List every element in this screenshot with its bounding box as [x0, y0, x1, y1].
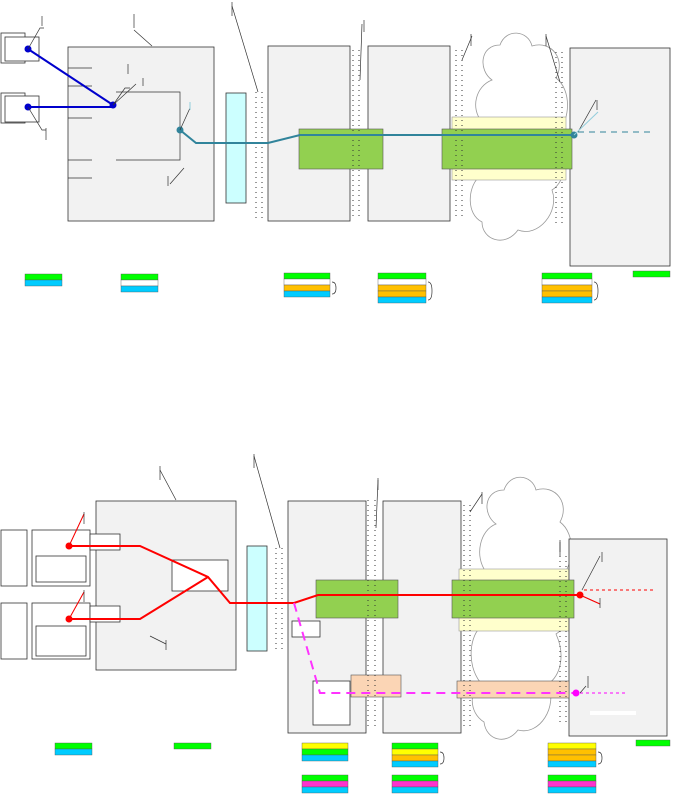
bottom-right-panel — [568, 538, 668, 737]
bottom-magenta-node-end — [572, 689, 580, 697]
top-callouts — [27, 5, 597, 185]
bottom-device-b-screen — [35, 625, 87, 657]
top-main-panel — [67, 46, 215, 222]
bottom-red-callouts — [68, 513, 601, 620]
bottom-cyan-block — [246, 545, 268, 652]
top-diagram — [0, 2, 671, 267]
bottom-legend-swatch-0-0 — [54, 742, 93, 750]
bottom-green-block-1 — [315, 579, 399, 619]
top-legend-swatch-3-4 — [377, 296, 427, 304]
top-legend-swatch-4-1 — [541, 278, 593, 286]
bottom-bracket-marks — [83, 454, 603, 688]
top-legend-swatch-1-1 — [120, 279, 159, 287]
top-right-panel — [569, 47, 671, 267]
bottom-legend-swatch-6-0 — [301, 774, 349, 782]
top-legend-swatch-4-4 — [541, 296, 593, 304]
bottom-legend-swatch-1-0 — [173, 742, 212, 750]
bottom-device-a-screen — [35, 555, 87, 583]
bottom-legend-swatch-brace-4 — [597, 751, 603, 765]
bottom-red-path — [69, 545, 580, 620]
legend-swatches — [24, 270, 671, 794]
top-legend-swatch-5-0 — [632, 270, 671, 278]
top-teal-path — [179, 129, 574, 144]
bottom-legend-swatch-2-2 — [301, 754, 349, 762]
top-blue-path — [27, 48, 114, 108]
bottom-dotted-links — [275, 500, 567, 730]
top-device-b — [4, 95, 40, 123]
top-legend-swatch-4-0 — [541, 272, 593, 280]
bottom-peach-block-2 — [456, 680, 570, 699]
top-legend-swatch-3-0 — [377, 272, 427, 280]
bottom-device-a-outer — [0, 529, 28, 587]
top-panel-ports — [68, 67, 92, 179]
top-legend-swatch-3-2 — [377, 284, 427, 292]
bottom-legend-swatch-2-0 — [301, 742, 349, 750]
bottom-small-module — [312, 680, 351, 726]
bottom-legend-swatch-brace-3 — [439, 751, 445, 765]
top-light-callout — [573, 111, 599, 136]
top-legend-swatch-brace-4 — [593, 281, 599, 301]
top-device-a — [4, 36, 40, 62]
top-legend-swatch-3-3 — [377, 290, 427, 298]
top-legend-swatch-1-0 — [120, 273, 159, 281]
bottom-legend-swatch-3-3 — [391, 760, 439, 768]
top-legend-swatch-3-1 — [377, 278, 427, 286]
bottom-legend-swatch-8-1 — [547, 780, 597, 788]
bottom-legend-swatch-4-0 — [547, 742, 597, 750]
top-cyan-block — [225, 92, 247, 204]
top-legend-swatch-2-3 — [283, 290, 331, 298]
top-legend-swatch-brace-3 — [427, 281, 433, 301]
top-legend-swatch-1-2 — [120, 285, 159, 293]
bottom-legend-swatch-2-1 — [301, 748, 349, 756]
bottom-port-a — [89, 533, 121, 551]
bottom-legend-swatch-3-1 — [391, 748, 439, 756]
bottom-legend-swatch-3-0 — [391, 742, 439, 750]
bottom-legend-swatch-4-1 — [547, 748, 597, 756]
top-legend-swatch-0-1 — [24, 279, 63, 287]
bottom-legend-swatch-5-0 — [635, 739, 671, 747]
bottom-legend-swatch-7-2 — [391, 786, 439, 794]
bottom-legend-swatch-8-0 — [547, 774, 597, 782]
bottom-green-block-2 — [451, 579, 575, 619]
bottom-small-port — [291, 620, 321, 638]
top-legend-swatch-0-0 — [24, 273, 63, 281]
top-legend-swatch-2-1 — [283, 278, 331, 286]
top-panel-inner-frame — [116, 91, 181, 161]
bottom-legend-swatch-7-0 — [391, 774, 439, 782]
top-legend-swatch-4-3 — [541, 290, 593, 298]
bottom-magenta-path — [293, 602, 576, 694]
top-legend-swatch-brace-2 — [331, 281, 337, 295]
top-legend-swatch-2-2 — [283, 284, 331, 292]
bottom-diagram — [0, 454, 668, 740]
bottom-legend-swatch-7-1 — [391, 780, 439, 788]
bottom-legend-swatch-6-2 — [301, 786, 349, 794]
bottom-legend-swatch-4-3 — [547, 760, 597, 768]
top-legend-swatch-2-0 — [283, 272, 331, 280]
top-legend-swatch-4-2 — [541, 284, 593, 292]
bottom-device-b-outer — [0, 602, 28, 660]
bottom-legend-swatch-3-2 — [391, 754, 439, 762]
bottom-peach-block-1 — [350, 674, 402, 698]
bottom-right-panel-label-bar — [590, 711, 636, 715]
bottom-legend-swatch-6-1 — [301, 780, 349, 788]
bottom-legend-swatch-8-2 — [547, 786, 597, 794]
bottom-legend-swatch-0-1 — [54, 748, 93, 756]
bottom-legend-swatch-4-2 — [547, 754, 597, 762]
